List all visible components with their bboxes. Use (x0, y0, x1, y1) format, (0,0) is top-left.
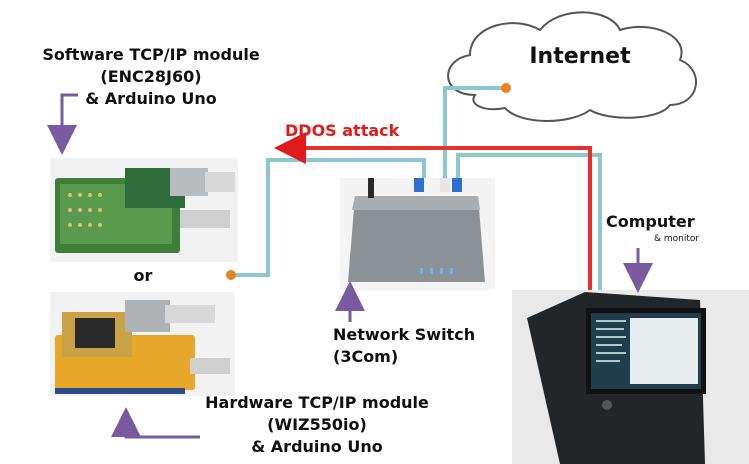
software-module-label: Software TCP/IP module (ENC28J60) & Ardu… (20, 44, 282, 110)
software-module-photo (50, 158, 238, 262)
network-switch-photo (340, 178, 495, 290)
internet-cloud (447, 11, 697, 122)
network-switch-line1: Network Switch (333, 325, 476, 344)
cables (230, 86, 602, 296)
internet-label: Internet (529, 44, 631, 69)
internet-endpoint (501, 83, 511, 93)
hardware-module-line1: Hardware TCP/IP module (205, 393, 429, 412)
network-switch-label: Network Switch (3Com) (333, 324, 503, 368)
software-module-line2: (ENC28J60) (100, 67, 202, 86)
hardware-module-photo (50, 292, 235, 396)
computer-label: Computer (606, 212, 695, 231)
network-switch-line2: (3Com) (333, 347, 399, 366)
hardware-module-label: Hardware TCP/IP module (WIZ550io) & Ardu… (182, 392, 452, 458)
or-label: or (133, 266, 153, 285)
software-module-line3: & Arduino Uno (85, 89, 217, 108)
monitor-label: & monitor (654, 234, 700, 244)
module-endpoint (226, 270, 236, 280)
hardware-module-line2: (WIZ550io) (267, 415, 367, 434)
hardware-module-line3: & Arduino Uno (251, 437, 383, 456)
software-module-line1: Software TCP/IP module (42, 45, 260, 64)
ddos-attack-path (274, 132, 592, 296)
ddos-attack-label: DDOS attack (285, 121, 400, 140)
label-arrows (47, 93, 653, 439)
computer-photo (512, 290, 749, 464)
